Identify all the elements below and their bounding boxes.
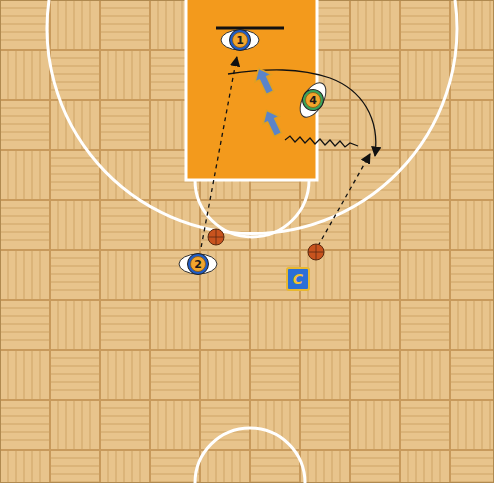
screen-arrow xyxy=(258,106,286,138)
player-number: 1 xyxy=(236,35,244,46)
ball-seam xyxy=(208,229,224,245)
player-marker: 2 xyxy=(177,247,219,281)
player-number: 2 xyxy=(194,259,202,270)
center-circle xyxy=(195,428,305,483)
player-number: 4 xyxy=(309,95,317,106)
ball xyxy=(308,244,324,260)
ball-seam xyxy=(308,244,324,260)
coach-marker: C xyxy=(286,267,310,291)
screen-arrow xyxy=(250,64,278,96)
backboard xyxy=(216,27,284,30)
lane xyxy=(186,0,317,180)
coach-pass xyxy=(318,154,370,246)
coach-letter: C xyxy=(293,272,303,286)
pass-line xyxy=(201,57,237,247)
player-marker: 4 xyxy=(292,83,334,117)
cut-path xyxy=(228,70,376,156)
ball xyxy=(208,229,224,245)
free-throw-circle xyxy=(195,180,309,237)
dribble-path xyxy=(285,136,358,147)
player-marker: 1 xyxy=(219,23,261,57)
